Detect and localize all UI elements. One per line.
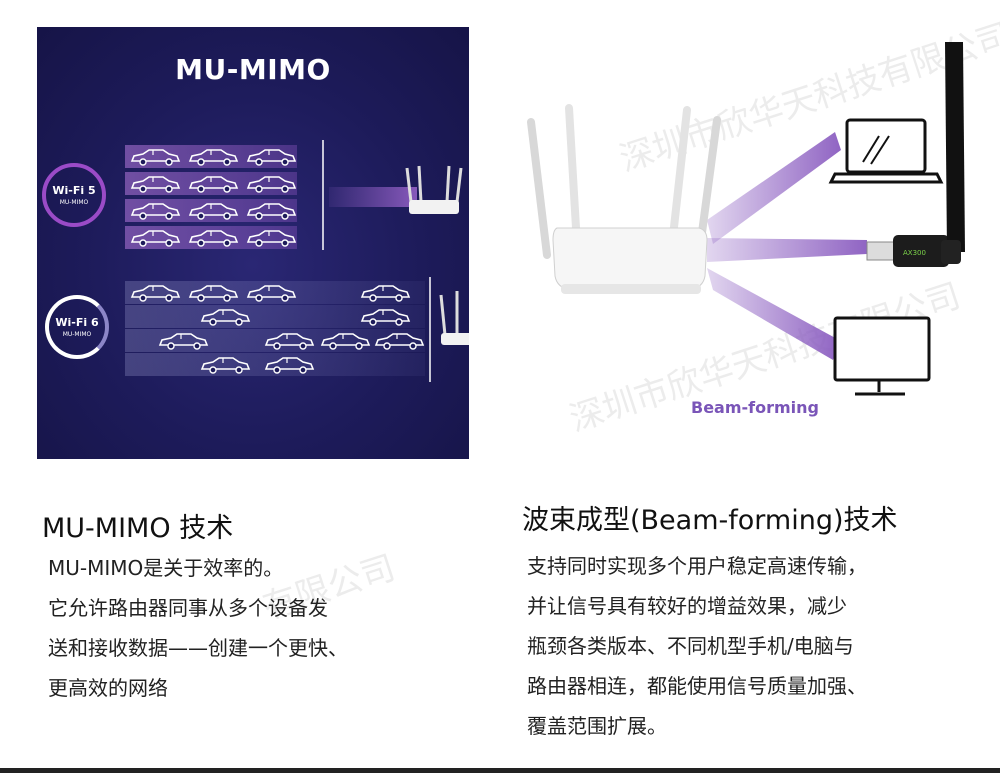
car-icon (245, 228, 297, 248)
description-line: 支持同时实现多个用户稳定高速传输， (527, 554, 867, 578)
router-icon (439, 291, 469, 345)
wifi6-sublabel: MU-MIMO (62, 331, 92, 338)
car-icon (129, 201, 181, 221)
car-icon (245, 201, 297, 221)
mu-mimo-description: MU-MIMO是关于效率的。 它允许路由器同事从多个设备发 送和接收数据——创建… (48, 548, 348, 708)
car-icon (187, 201, 239, 221)
car-icon (245, 174, 297, 194)
mu-mimo-illustration: MU-MIMO Wi-Fi 5 MU-MIMO Wi-Fi 6 MU-MIMO (37, 27, 469, 459)
description-line: MU-MIMO是关于效率的。 (48, 556, 284, 580)
beamforming-diagram: AX300 (527, 42, 965, 396)
car-icon (359, 307, 411, 327)
beamforming-label: Beam-forming (691, 398, 819, 417)
mimo-panel-title: MU-MIMO (175, 53, 331, 86)
wifi5-divider (322, 140, 324, 250)
wifi6-divider (429, 277, 431, 382)
beamforming-illustration: AX300 Beam-forming (517, 40, 981, 452)
car-icon (199, 355, 251, 375)
beam-to-laptop (707, 132, 841, 244)
bottom-divider (0, 768, 1000, 773)
car-icon (245, 147, 297, 167)
car-icon (157, 331, 209, 351)
car-icon (359, 283, 411, 303)
car-icon (199, 307, 251, 327)
car-icon (129, 228, 181, 248)
adapter-label: AX300 (903, 249, 926, 257)
car-icon (129, 147, 181, 167)
usb-wifi-adapter-icon: AX300 (866, 42, 965, 267)
car-icon (187, 174, 239, 194)
car-icon (129, 283, 181, 303)
wifi5-sublabel: MU-MIMO (59, 199, 89, 206)
wifi6-lane (125, 305, 425, 328)
wifi5-signal-beam (329, 187, 417, 207)
wifi6-label: Wi-Fi 6 (55, 316, 99, 329)
wifi6-badge: Wi-Fi 6 MU-MIMO (45, 295, 109, 359)
description-line: 覆盖范围扩展。 (527, 714, 667, 738)
description-line: 送和接收数据——创建一个更快、 (48, 636, 348, 660)
description-line: 更高效的网络 (48, 676, 168, 700)
wifi5-label: Wi-Fi 5 (52, 184, 96, 197)
beam-to-monitor (707, 268, 839, 360)
car-icon (373, 331, 425, 351)
description-line: 它允许路由器同事从多个设备发 (48, 596, 328, 620)
router-icon (405, 165, 463, 214)
car-icon (263, 331, 315, 351)
car-icon (319, 331, 371, 351)
car-icon (187, 147, 239, 167)
wifi5-badge: Wi-Fi 5 MU-MIMO (42, 163, 106, 227)
description-line: 并让信号具有较好的增益效果，减少 (527, 594, 847, 618)
description-line: 瓶颈各类版本、不同机型手机/电脑与 (527, 634, 854, 658)
beamforming-description: 支持同时实现多个用户稳定高速传输， 并让信号具有较好的增益效果，减少 瓶颈各类版… (527, 546, 867, 746)
car-icon (187, 228, 239, 248)
beam-to-adapter (707, 238, 867, 262)
mu-mimo-section-title: MU-MIMO 技术 (42, 513, 234, 544)
car-icon (187, 283, 239, 303)
wifi-router-icon (527, 104, 721, 294)
monitor-icon (833, 316, 931, 396)
description-line: 路由器相连，都能使用信号质量加强、 (527, 674, 867, 698)
car-icon (129, 174, 181, 194)
laptop-icon (828, 118, 944, 184)
car-icon (263, 355, 315, 375)
beamforming-section-title: 波束成型(Beam-forming)技术 (522, 505, 898, 536)
car-icon (245, 283, 297, 303)
wifi6-lane (125, 353, 425, 376)
